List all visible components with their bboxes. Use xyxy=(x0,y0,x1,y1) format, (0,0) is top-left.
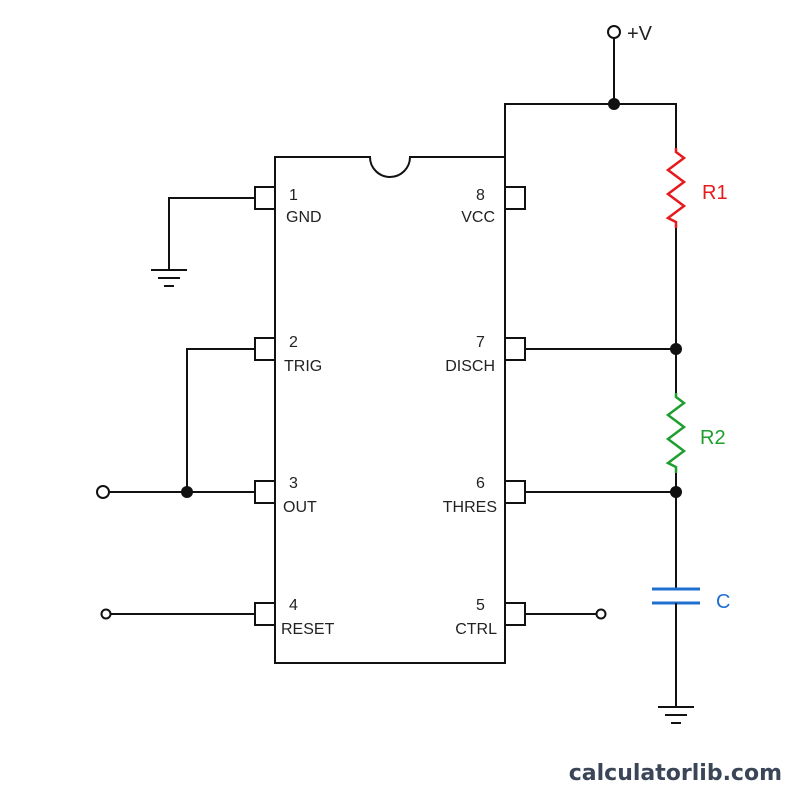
supply-junction-dot xyxy=(608,98,620,110)
trig-out-junction-dot xyxy=(181,486,193,498)
pin-1-name: GND xyxy=(286,209,322,226)
pin-3-name: OUT xyxy=(283,499,317,516)
reset-terminal xyxy=(100,608,112,620)
capacitor-c: C xyxy=(652,587,730,613)
pin-2-trigger-wire xyxy=(186,348,255,492)
pin-8-name: VCC xyxy=(461,209,495,226)
supply-terminal-circle xyxy=(607,25,621,39)
pin-4-stub xyxy=(254,602,276,626)
ic-body xyxy=(274,156,506,664)
top-rail-wire xyxy=(504,103,677,157)
supply-label: +V xyxy=(627,23,653,45)
pin-2-stub xyxy=(254,337,276,361)
pin-8-number: 8 xyxy=(476,187,485,204)
output-terminal xyxy=(96,485,110,499)
ground-icon-left xyxy=(151,269,187,287)
pin-4-name: RESET xyxy=(281,621,335,638)
pin-3-stub xyxy=(254,480,276,504)
pin-2-number: 2 xyxy=(289,334,298,351)
pin-5-name: CTRL xyxy=(455,621,497,638)
r1-zigzag xyxy=(665,148,687,228)
ic-555-chip: 1 GND 2 TRIG 3 OUT 4 RESET 8 VCC 7 DISCH… xyxy=(254,156,526,664)
resistor-r2: R2 xyxy=(665,393,726,473)
pin-6-name: THRES xyxy=(443,499,497,516)
pin-5-number: 5 xyxy=(476,597,485,614)
pin-5-stub xyxy=(504,602,526,626)
pin-8-stub xyxy=(504,186,526,210)
r2-label: R2 xyxy=(700,427,726,449)
pin-1-stub xyxy=(254,186,276,210)
pin-4-number: 4 xyxy=(289,597,298,614)
resistor-r1: R1 xyxy=(665,148,728,228)
pin-1-ground-wire xyxy=(168,197,255,270)
r1-label: R1 xyxy=(702,182,728,204)
watermark-text: calculatorlib.com xyxy=(569,761,782,786)
pin-6-stub xyxy=(504,480,526,504)
pin-1-number: 1 xyxy=(289,187,298,204)
r2-zigzag xyxy=(665,393,687,473)
ctrl-terminal xyxy=(595,608,607,620)
pin-3-number: 3 xyxy=(289,475,298,492)
pin-2-name: TRIG xyxy=(284,358,322,375)
ground-icon-right xyxy=(658,706,694,724)
c-label: C xyxy=(716,591,730,613)
disch-junction-dot xyxy=(670,343,682,355)
pin-7-stub xyxy=(504,337,526,361)
supply-terminal: +V xyxy=(607,23,653,104)
pin-6-number: 6 xyxy=(476,475,485,492)
thres-junction-dot xyxy=(670,486,682,498)
pin-7-number: 7 xyxy=(476,334,485,351)
pin-7-name: DISCH xyxy=(445,358,495,375)
